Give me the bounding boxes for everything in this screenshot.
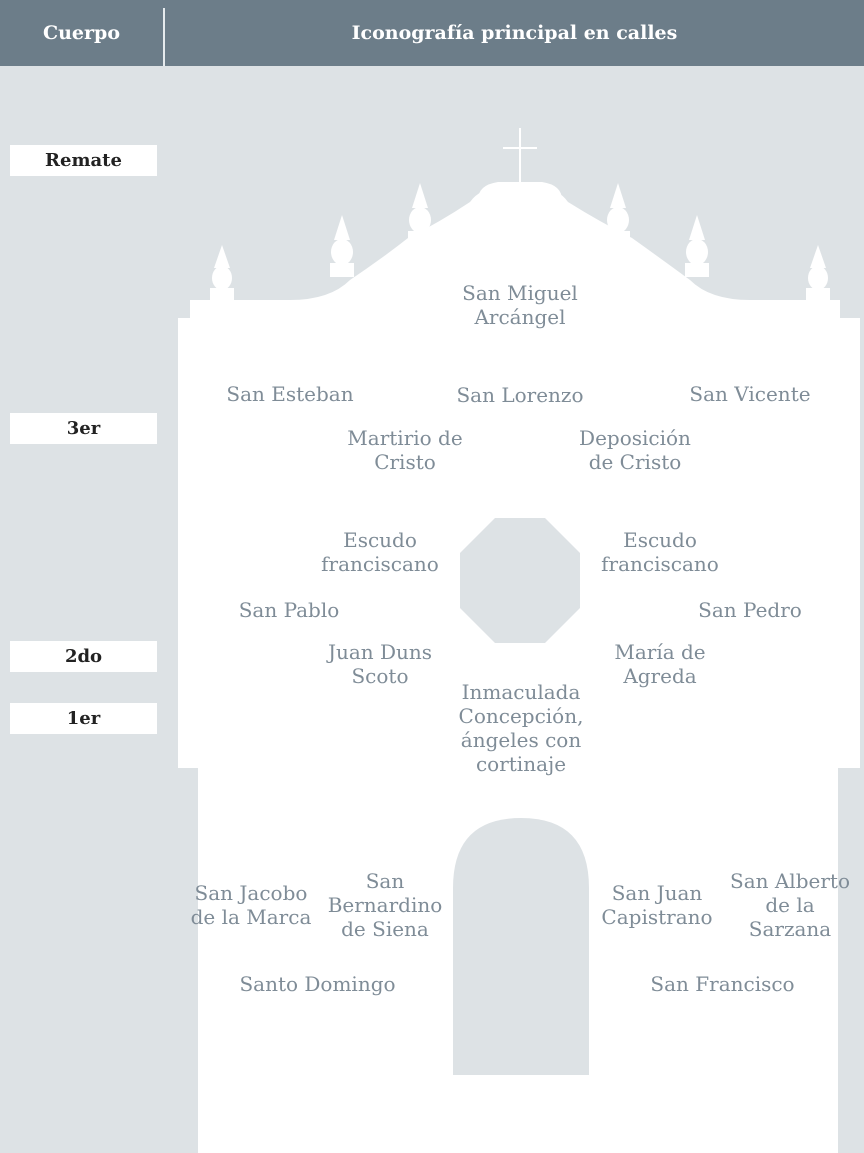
finial-6: [806, 245, 830, 300]
finial-5: [685, 215, 709, 277]
finial-3: [408, 183, 432, 243]
label-san-esteban: San Esteban: [226, 382, 354, 406]
cross-icon: [503, 128, 537, 195]
label-san-jacobo: San Jacobo de la Marca: [190, 881, 312, 929]
label-san-juan-capistrano: San Juan Capistrano: [601, 881, 713, 929]
label-martirio-de-cristo: Martirio de Cristo: [347, 426, 463, 474]
octagonal-window: [460, 518, 580, 643]
level-2do: 2do: [10, 641, 157, 672]
level-3er: 3er: [10, 413, 157, 444]
label-san-bernardino: San Bernardino de Siena: [327, 869, 443, 941]
table-header: Cuerpo Iconografía principal en calles: [0, 0, 864, 66]
arched-doorway: [453, 818, 589, 1075]
label-san-lorenzo: San Lorenzo: [456, 383, 584, 407]
header-divider: [163, 8, 165, 66]
label-deposicion-de-cristo: Deposición de Cristo: [579, 426, 691, 474]
label-maria-de-agreda: María de Agreda: [614, 640, 706, 688]
level-1er: 1er: [10, 703, 157, 734]
column-header-cuerpo: Cuerpo: [43, 22, 120, 44]
level-remate: Remate: [10, 145, 157, 176]
label-san-pablo: San Pablo: [238, 598, 340, 622]
label-san-alberto: San Alberto de la Sarzana: [730, 869, 850, 941]
finial-1: [210, 245, 234, 300]
label-san-francisco: San Francisco: [650, 972, 795, 996]
label-inmaculada-concepcion: Inmaculada Concepción, ángeles con corti…: [458, 680, 584, 776]
label-san-miguel: San Miguel Arcángel: [462, 281, 578, 329]
facade-crest: [190, 188, 840, 322]
label-san-pedro: San Pedro: [698, 598, 802, 622]
label-escudo-franciscano-left: Escudo franciscano: [321, 528, 439, 576]
column-header-iconografia: Iconografía principal en calles: [351, 22, 678, 44]
label-escudo-franciscano-right: Escudo franciscano: [601, 528, 719, 576]
label-san-vicente: San Vicente: [689, 382, 811, 406]
finials: [210, 183, 830, 300]
label-juan-duns-scoto: Juan Duns Scoto: [327, 640, 433, 688]
finial-2: [330, 215, 354, 277]
finial-4: [606, 183, 630, 243]
label-santo-domingo: Santo Domingo: [239, 972, 396, 996]
